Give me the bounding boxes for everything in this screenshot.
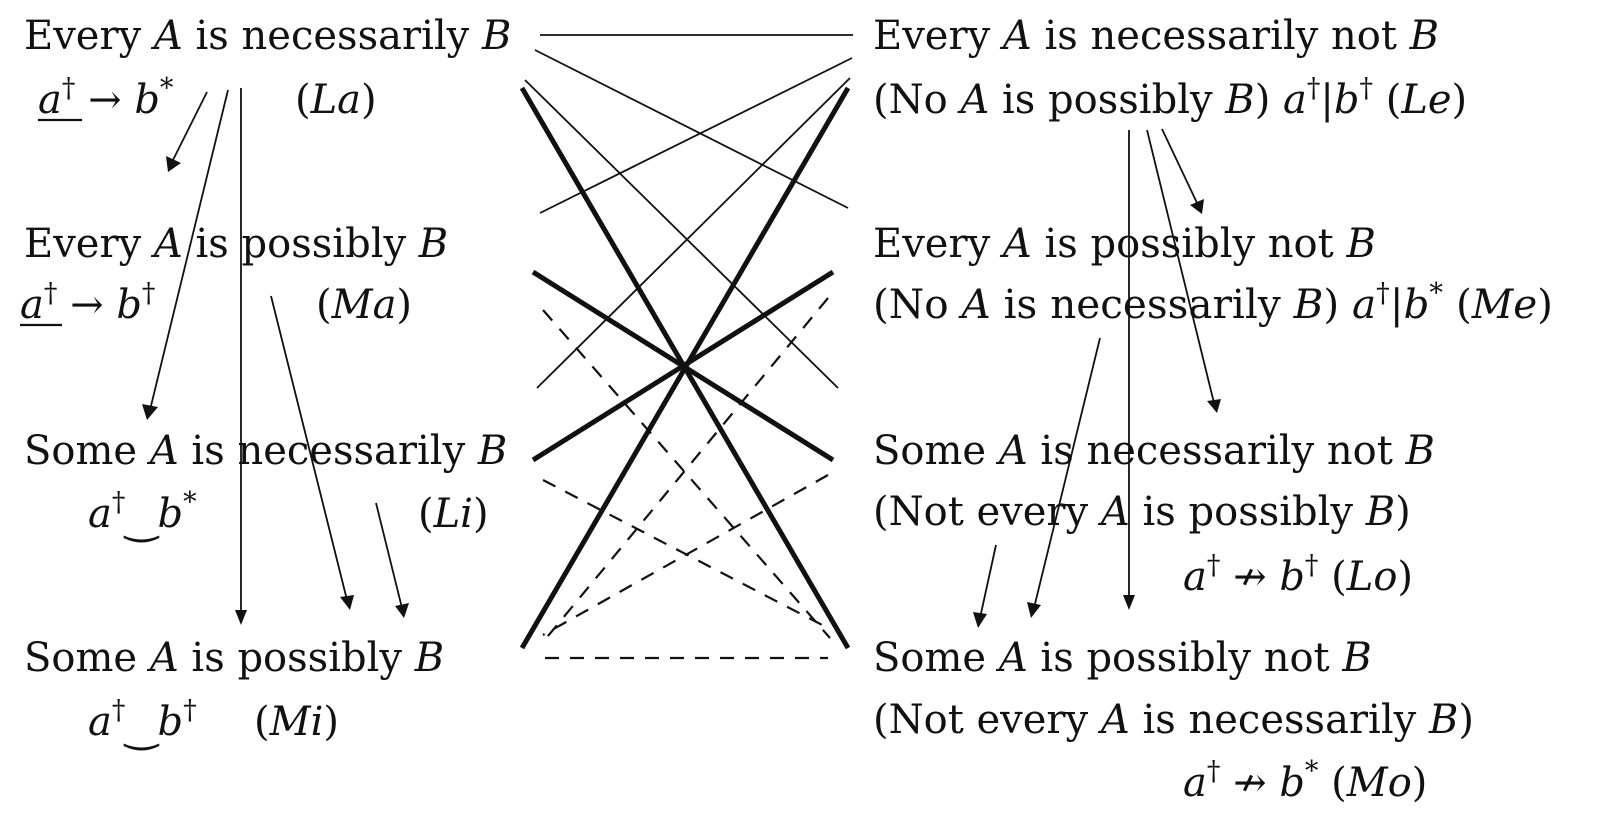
- lo-restatement: (Not every A is possibly B): [873, 489, 1411, 535]
- arrow-head: [235, 610, 247, 625]
- arrow: [270, 295, 348, 601]
- arrow-head: [395, 603, 409, 618]
- lo-statement: Some A is necessarily not B: [873, 428, 1435, 474]
- thin-line: [534, 49, 849, 209]
- la-code: (La): [295, 77, 377, 123]
- mo-formula: a† ↛ b* (Mo): [1183, 756, 1427, 806]
- contradictory-line: [531, 269, 835, 463]
- arrow-head: [1190, 199, 1204, 214]
- le-formula: (No A is possibly B) a†|b† (Le): [873, 73, 1467, 123]
- arrow-head: [142, 404, 158, 420]
- me-formula: (No A is necessarily B) a†|b* (Me): [873, 278, 1553, 328]
- le-statement: Every A is necessarily not B: [873, 13, 1439, 59]
- mi-formula: a†‿b†: [88, 695, 197, 751]
- dashed-line: [542, 309, 831, 639]
- me-statement: Every A is possibly not B: [873, 221, 1376, 267]
- arrow: [171, 91, 208, 163]
- li-statement: Some A is necessarily B: [24, 428, 507, 474]
- arrow: [979, 544, 997, 619]
- li-formula: a†‿b*: [88, 487, 197, 543]
- arrow-head: [166, 156, 181, 172]
- la-statement: Every A is necessarily B: [24, 13, 511, 59]
- li-code: (Li): [418, 491, 489, 537]
- ma-formula: a† → b†: [20, 278, 155, 328]
- la-formula: a† → b*: [38, 73, 174, 123]
- mo-restatement: (Not every A is necessarily B): [873, 697, 1474, 743]
- thin-line: [539, 57, 853, 214]
- ma-code: (Ma): [316, 282, 412, 328]
- implication-arrows: [142, 88, 1221, 628]
- arrow: [375, 502, 403, 609]
- arrow: [149, 89, 229, 411]
- ma-statement: Every A is possibly B: [24, 221, 448, 267]
- mo-statement: Some A is possibly not B: [873, 635, 1372, 681]
- dashed-line: [542, 474, 829, 636]
- relation-lines: [519, 34, 853, 660]
- thin-line: [524, 79, 839, 389]
- arrow-head: [1123, 595, 1135, 610]
- dashed-line: [542, 297, 829, 643]
- arrow-head: [1207, 399, 1221, 413]
- lo-formula: a† ↛ b† (Lo): [1183, 550, 1413, 600]
- arrow: [1146, 129, 1215, 404]
- arrow: [1161, 128, 1199, 206]
- arrow-head: [1027, 602, 1041, 618]
- arrow-head: [340, 595, 354, 610]
- thin-line: [536, 77, 851, 389]
- arrow-head: [973, 612, 987, 628]
- mi-code: (Mi): [254, 699, 339, 745]
- arrow: [1033, 337, 1101, 609]
- mi-statement: Some A is possibly B: [24, 635, 444, 681]
